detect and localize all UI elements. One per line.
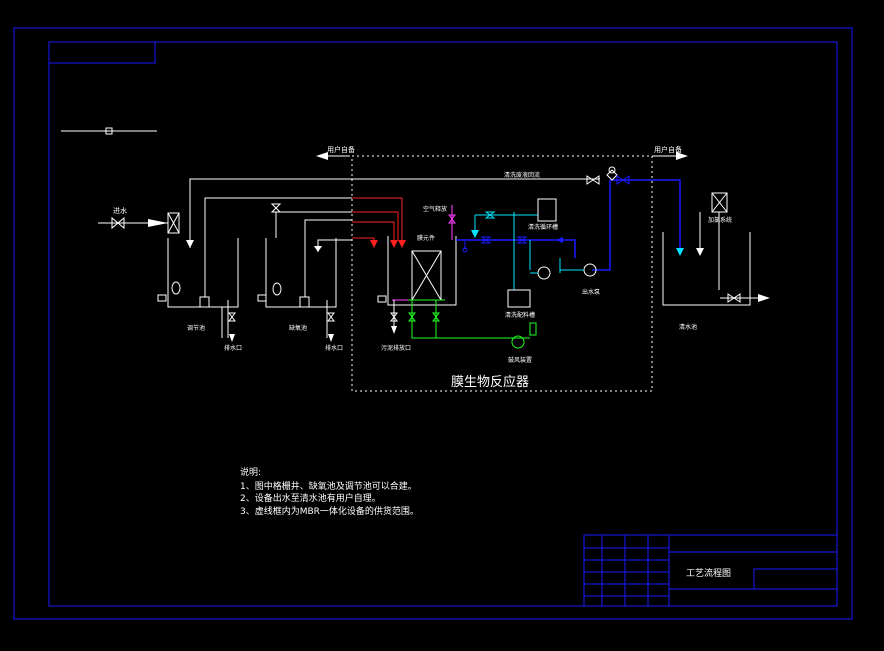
inlet-valve-icon bbox=[111, 216, 125, 230]
right-arrow-icon bbox=[676, 152, 688, 160]
label-cleaning-recirc: 清洗循环槽 bbox=[528, 223, 558, 231]
label-outlet-pump: 出水泵 bbox=[582, 288, 600, 296]
label-inlet: 进水 bbox=[113, 206, 127, 215]
return-pipe-top bbox=[189, 178, 600, 248]
notes-line-2: 2、设备出水至清水池有用户自理。 bbox=[240, 492, 381, 504]
label-anoxic-tank: 缺氧池 bbox=[289, 324, 307, 332]
drain-valve-mid-icon bbox=[327, 312, 335, 322]
label-clean-tank: 清水池 bbox=[679, 323, 697, 331]
inlet-arrow-icon bbox=[148, 219, 168, 227]
notes-line-3: 3、虚线框内为MBR一体化设备的供货范围。 bbox=[240, 505, 419, 517]
label-eq-tank: 调节池 bbox=[187, 324, 205, 332]
mbr-title: 膜生物反应器 bbox=[451, 374, 529, 390]
notes-line-1: 1、图中格栅井、缺氧池及调节池可以合建。 bbox=[240, 480, 417, 492]
mbr-boundary bbox=[351, 155, 653, 392]
eq-mixer-icon bbox=[171, 281, 181, 295]
blower-icon bbox=[511, 335, 525, 349]
label-cleaning-return: 清洗废液回流 bbox=[504, 171, 540, 179]
label-air: 空气释放 bbox=[423, 205, 447, 213]
dosing-tank-icon bbox=[507, 289, 531, 308]
outlet-arrow-icon bbox=[758, 294, 770, 302]
label-blower: 鼓风装置 bbox=[508, 356, 532, 364]
title-block: 工艺流程图 bbox=[583, 534, 838, 607]
label-dosing-tank: 清洗配料槽 bbox=[505, 311, 535, 319]
clean-water-tank bbox=[662, 232, 751, 306]
dosing-pump-icon bbox=[537, 266, 551, 280]
cleaning-recirc-tank-icon bbox=[537, 198, 557, 222]
outlet-valve-icon bbox=[727, 293, 741, 303]
label-membrane: 膜元件 bbox=[417, 234, 435, 242]
label-drain-left: 排水口 bbox=[224, 344, 242, 352]
eq-pump-icon bbox=[199, 296, 210, 308]
top-valve-icon bbox=[586, 175, 600, 185]
screen-icon bbox=[167, 212, 180, 234]
anoxic-pump-icon bbox=[299, 296, 310, 308]
eq-motor-icon bbox=[157, 294, 167, 302]
mbr-tank bbox=[387, 236, 457, 306]
label-drain-mid: 排水口 bbox=[325, 344, 343, 352]
left-up-arrow-icon bbox=[316, 152, 328, 160]
label-sludge: 污泥排放口 bbox=[381, 344, 411, 352]
pipe-legend-valve bbox=[105, 127, 113, 135]
label-user-right: 用户自备 bbox=[654, 145, 682, 154]
corner-stamp-box bbox=[48, 41, 156, 64]
drawing-name: 工艺流程图 bbox=[686, 567, 731, 579]
notes-heading: 说明: bbox=[240, 466, 261, 478]
drain-valve-left-icon bbox=[228, 312, 236, 322]
label-chlorination: 加氯系统 bbox=[708, 216, 732, 224]
anoxic-mixer-icon bbox=[272, 282, 282, 296]
outer-frame bbox=[13, 27, 853, 620]
label-user-left: 用户自备 bbox=[327, 145, 355, 154]
inner-frame bbox=[48, 41, 838, 607]
